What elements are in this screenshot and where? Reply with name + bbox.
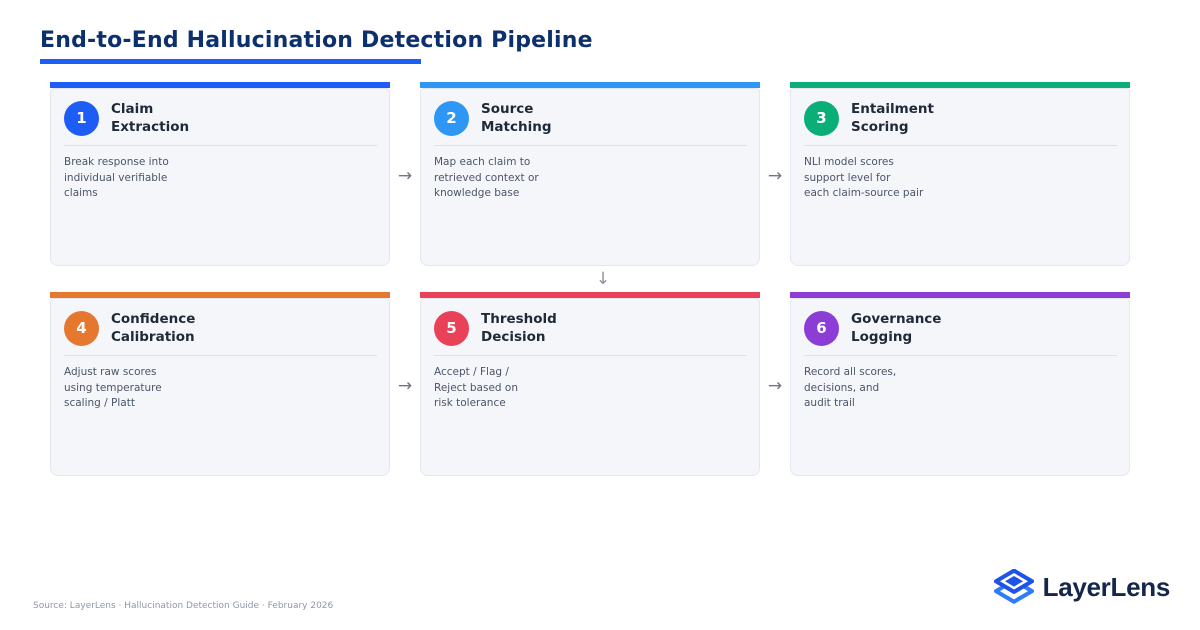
pipeline-step-card-1: 1 Claim Extraction Break response into i…	[50, 82, 390, 266]
step-title: Governance Logging	[851, 311, 942, 346]
card-body: 3 Entailment Scoring NLI model scores su…	[790, 88, 1130, 266]
card-body: 5 Threshold Decision Accept / Flag / Rej…	[420, 298, 760, 476]
card-body: 2 Source Matching Map each claim to retr…	[420, 88, 760, 266]
card-body: 1 Claim Extraction Break response into i…	[50, 88, 390, 266]
card-accent-bar	[50, 82, 390, 88]
step-description: Accept / Flag / Reject based on risk tol…	[434, 366, 518, 409]
step-number-badge: 5	[434, 310, 469, 346]
card-accent-bar	[50, 292, 390, 298]
step-number-badge: 3	[804, 100, 839, 136]
source-attribution: Source: LayerLens · Hallucination Detect…	[33, 601, 334, 611]
step-number: 4	[76, 319, 87, 338]
pipeline-step-card-2: 2 Source Matching Map each claim to retr…	[420, 82, 760, 266]
card-accent-bar	[790, 292, 1130, 298]
divider	[64, 355, 377, 357]
card-body: 6 Governance Logging Record all scores, …	[790, 298, 1130, 476]
step-number: 6	[816, 319, 827, 338]
pipeline-step-card-4: 4 Confidence Calibration Adjust raw scor…	[50, 292, 390, 476]
layers-icon	[993, 569, 1034, 604]
step-number: 3	[816, 109, 827, 128]
divider	[804, 355, 1117, 357]
step-title: Confidence Calibration	[111, 311, 196, 346]
step-title: Source Matching	[481, 101, 552, 136]
card-header: 2 Source Matching	[421, 89, 759, 136]
step-number-badge: 6	[804, 310, 839, 346]
step-description: Adjust raw scores using temperature scal…	[64, 366, 162, 409]
divider	[64, 145, 377, 147]
step-title: Entailment Scoring	[851, 101, 934, 136]
step-description: NLI model scores support level for each …	[804, 156, 924, 199]
step-number-badge: 4	[64, 310, 99, 346]
step-number-badge: 1	[64, 100, 99, 136]
pipeline-step-card-3: 3 Entailment Scoring NLI model scores su…	[790, 82, 1130, 266]
arrow-right-icon: →	[767, 376, 783, 396]
page-title: End-to-End Hallucination Detection Pipel…	[40, 28, 593, 53]
divider	[434, 355, 747, 357]
step-number: 5	[446, 319, 457, 338]
card-header: 5 Threshold Decision	[421, 299, 759, 346]
arrow-right-icon: →	[767, 166, 783, 186]
step-number-badge: 2	[434, 100, 469, 136]
card-header: 3 Entailment Scoring	[791, 89, 1129, 136]
step-number: 2	[446, 109, 457, 128]
card-header: 6 Governance Logging	[791, 299, 1129, 346]
step-number: 1	[76, 109, 87, 128]
step-description: Map each claim to retrieved context or k…	[434, 156, 539, 199]
card-body: 4 Confidence Calibration Adjust raw scor…	[50, 298, 390, 476]
pipeline-step-card-5: 5 Threshold Decision Accept / Flag / Rej…	[420, 292, 760, 476]
arrow-right-icon: →	[397, 166, 413, 186]
arrow-down-icon: ↓	[595, 269, 611, 289]
brand-logo: LayerLens	[993, 569, 1171, 605]
card-header: 1 Claim Extraction	[51, 89, 389, 136]
title-accent-underline	[40, 59, 421, 64]
card-accent-bar	[420, 292, 760, 298]
arrow-right-icon: →	[397, 376, 413, 396]
step-title: Claim Extraction	[111, 101, 190, 136]
pipeline-step-card-6: 6 Governance Logging Record all scores, …	[790, 292, 1130, 476]
step-title: Threshold Decision	[481, 311, 557, 346]
card-accent-bar	[790, 82, 1130, 88]
step-description: Record all scores, decisions, and audit …	[804, 366, 897, 409]
step-description: Break response into individual verifiabl…	[64, 156, 169, 199]
divider	[804, 145, 1117, 147]
card-accent-bar	[420, 82, 760, 88]
brand-name: LayerLens	[1042, 571, 1171, 602]
card-header: 4 Confidence Calibration	[51, 299, 389, 346]
divider	[434, 145, 747, 147]
